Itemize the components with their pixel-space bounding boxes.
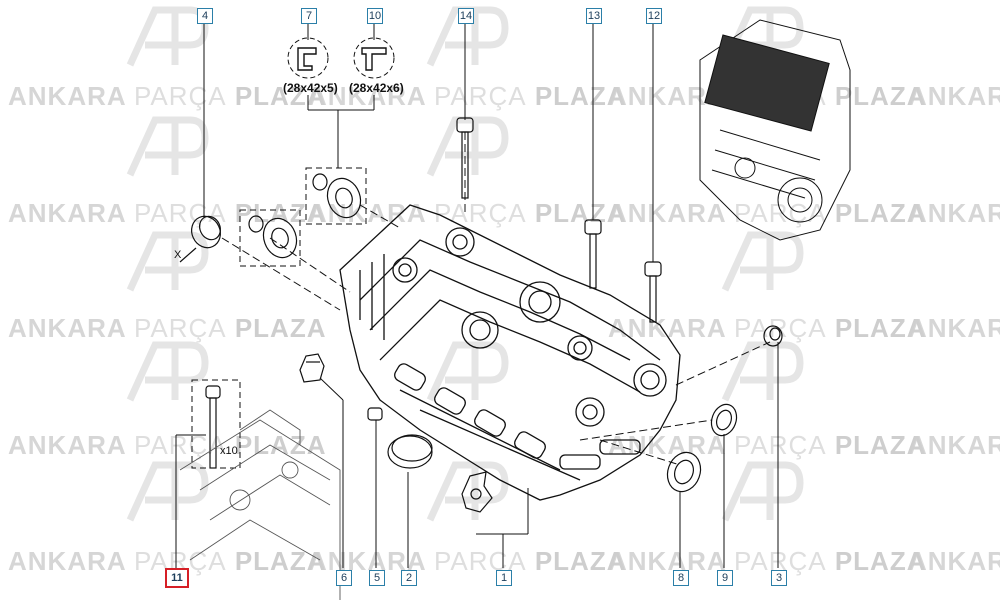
- ap-logo-mark: [126, 231, 209, 292]
- ap-logo-mark: [721, 461, 804, 522]
- callout-5[interactable]: 5: [369, 570, 385, 586]
- watermark-row: ANKARA: [908, 430, 1000, 460]
- callout-14[interactable]: 14: [458, 8, 474, 24]
- part-4-plug: [179, 215, 221, 263]
- watermark-row: ANKARA PARÇA PLAZA: [308, 546, 627, 576]
- watermark-row: ANKARA PARÇA PLAZA: [608, 430, 927, 460]
- callout-3[interactable]: 3: [771, 570, 787, 586]
- engine-block-background-sketch: [179, 409, 341, 600]
- ap-logo-mark: [126, 341, 209, 402]
- part-6-valve-seal: [299, 353, 325, 383]
- seal-7-dimension-label: (28x42x5): [283, 81, 338, 95]
- cylinder-head: [339, 204, 681, 501]
- bolt-set-11: [205, 385, 221, 469]
- leader-lines: [175, 22, 779, 568]
- watermark-row: ANKARA PARÇA PLAZA: [308, 81, 627, 111]
- watermark-row: ANKARA PARÇA PLAZA: [608, 313, 927, 343]
- callout-6[interactable]: 6: [336, 570, 352, 586]
- watermark-row: ANKARA PARÇA PLAZA: [308, 198, 627, 228]
- engine-assembly-thumbnail: [699, 19, 851, 241]
- watermark-row: ANKARA PARÇA PLAZA: [8, 313, 327, 343]
- callout-4[interactable]: 4: [197, 8, 213, 24]
- ap-logo-mark: [721, 341, 804, 402]
- part-7-10-seals: [248, 173, 362, 259]
- watermark-row: ANKARA PARÇA PLAZA: [8, 546, 327, 576]
- watermark-row: ANKARA PARÇA PLAZA: [8, 198, 327, 228]
- watermark-row: ANKARA PARÇA PLAZA: [608, 546, 927, 576]
- part-3-cap: [763, 325, 783, 347]
- bolt-14: [456, 117, 474, 199]
- ap-logo-mark: [126, 116, 209, 177]
- callout-7[interactable]: 7: [301, 8, 317, 24]
- watermark-row: ANKARA: [908, 313, 1000, 343]
- watermark-row: ANKARA PARÇA PLAZA: [8, 81, 327, 111]
- watermark-row: ANKARA: [908, 81, 1000, 111]
- watermark-row: ANKARA: [908, 546, 1000, 576]
- ap-logo-mark: [426, 341, 509, 402]
- ap-logo-mark: [126, 6, 209, 67]
- ap-logo-mark: [126, 461, 209, 522]
- watermark-row: ANKARA: [908, 198, 1000, 228]
- callout-9[interactable]: 9: [717, 570, 733, 586]
- part-1-dowel: [461, 471, 493, 513]
- part-5-pin: [367, 407, 383, 421]
- part-2-disc-plug: [387, 434, 433, 469]
- callout-1[interactable]: 1: [496, 570, 512, 586]
- seal-10-dimension-label: (28x42x6): [349, 81, 404, 95]
- callout-8[interactable]: 8: [673, 570, 689, 586]
- callout-12[interactable]: 12: [646, 8, 662, 24]
- ap-logo-mark: [721, 231, 804, 292]
- watermark-row: ANKARA PARÇA PLAZA: [608, 198, 927, 228]
- bolt-quantity-label: x10: [220, 445, 238, 457]
- bolt-12: [644, 261, 662, 323]
- callout-13[interactable]: 13: [586, 8, 602, 24]
- seal-profile-7-icon: [287, 37, 329, 79]
- callout-10[interactable]: 10: [367, 8, 383, 24]
- dashed-group-boxes: [191, 167, 367, 469]
- seal-profile-10-icon: [353, 37, 395, 79]
- dimension-x-label: X: [174, 249, 182, 261]
- part-8-seal: [666, 451, 702, 493]
- callout-11[interactable]: 11: [165, 568, 189, 588]
- bolt-13: [584, 219, 602, 289]
- callout-2[interactable]: 2: [401, 570, 417, 586]
- part-9-seal: [710, 403, 738, 437]
